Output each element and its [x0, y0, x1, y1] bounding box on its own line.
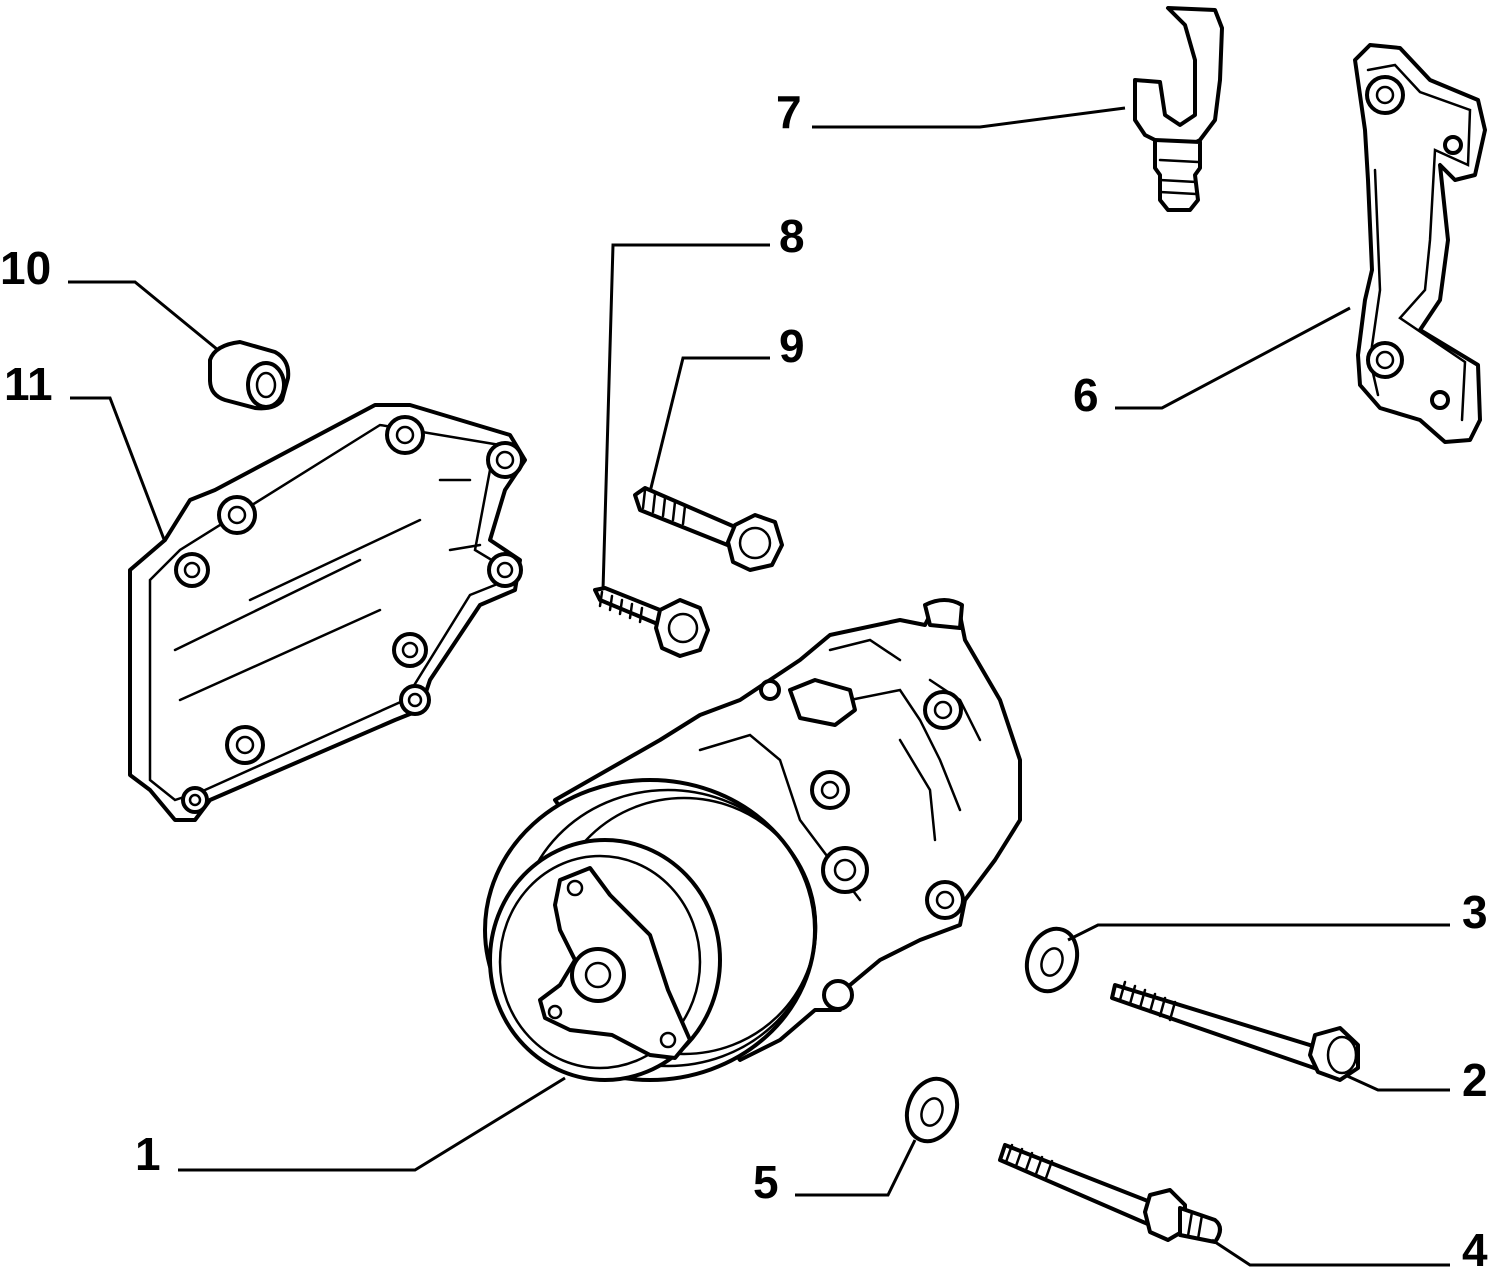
- part-10-bushing[interactable]: [208, 340, 291, 411]
- callout-7: 7: [776, 86, 802, 138]
- part-6-support-strap[interactable]: [1353, 43, 1487, 444]
- leader-3: [1067, 923, 1450, 942]
- callout-11: 11: [4, 358, 53, 410]
- part-3-washer[interactable]: [1019, 922, 1086, 999]
- callout-5: 5: [753, 1156, 779, 1208]
- leader-4: [1211, 1238, 1450, 1267]
- part-4-stud[interactable]: [998, 1143, 1222, 1244]
- callout-3: 3: [1462, 886, 1488, 938]
- callout-9: 9: [779, 320, 805, 372]
- callout-6: 6: [1073, 369, 1099, 421]
- leader-8: [601, 243, 770, 591]
- part-9-bolt[interactable]: [633, 486, 784, 572]
- callout-1: 1: [135, 1128, 161, 1180]
- part-1-compressor[interactable]: [483, 598, 1022, 1082]
- leader-6: [1115, 306, 1351, 410]
- leader-2: [1344, 1073, 1450, 1092]
- leader-11: [70, 396, 167, 543]
- callout-labels: 1 2 3 4 5 6 7 8 9 10 11: [0, 86, 1488, 1269]
- leader-10: [68, 280, 219, 352]
- callout-2: 2: [1462, 1054, 1488, 1106]
- callout-4: 4: [1462, 1224, 1488, 1269]
- part-5-washer[interactable]: [899, 1072, 966, 1149]
- callout-8: 8: [779, 210, 805, 262]
- leader-7: [812, 106, 1126, 129]
- part-2-long-bolt[interactable]: [1110, 980, 1360, 1082]
- part-11-mounting-bracket[interactable]: [128, 403, 527, 822]
- part-7-hose-clip[interactable]: [1133, 6, 1224, 212]
- leader-lines: [68, 106, 1450, 1267]
- leader-9: [648, 356, 770, 493]
- callout-10: 10: [0, 242, 51, 294]
- leader-5: [795, 1139, 917, 1197]
- part-8-bolt[interactable]: [593, 586, 710, 658]
- leader-1: [178, 1076, 566, 1172]
